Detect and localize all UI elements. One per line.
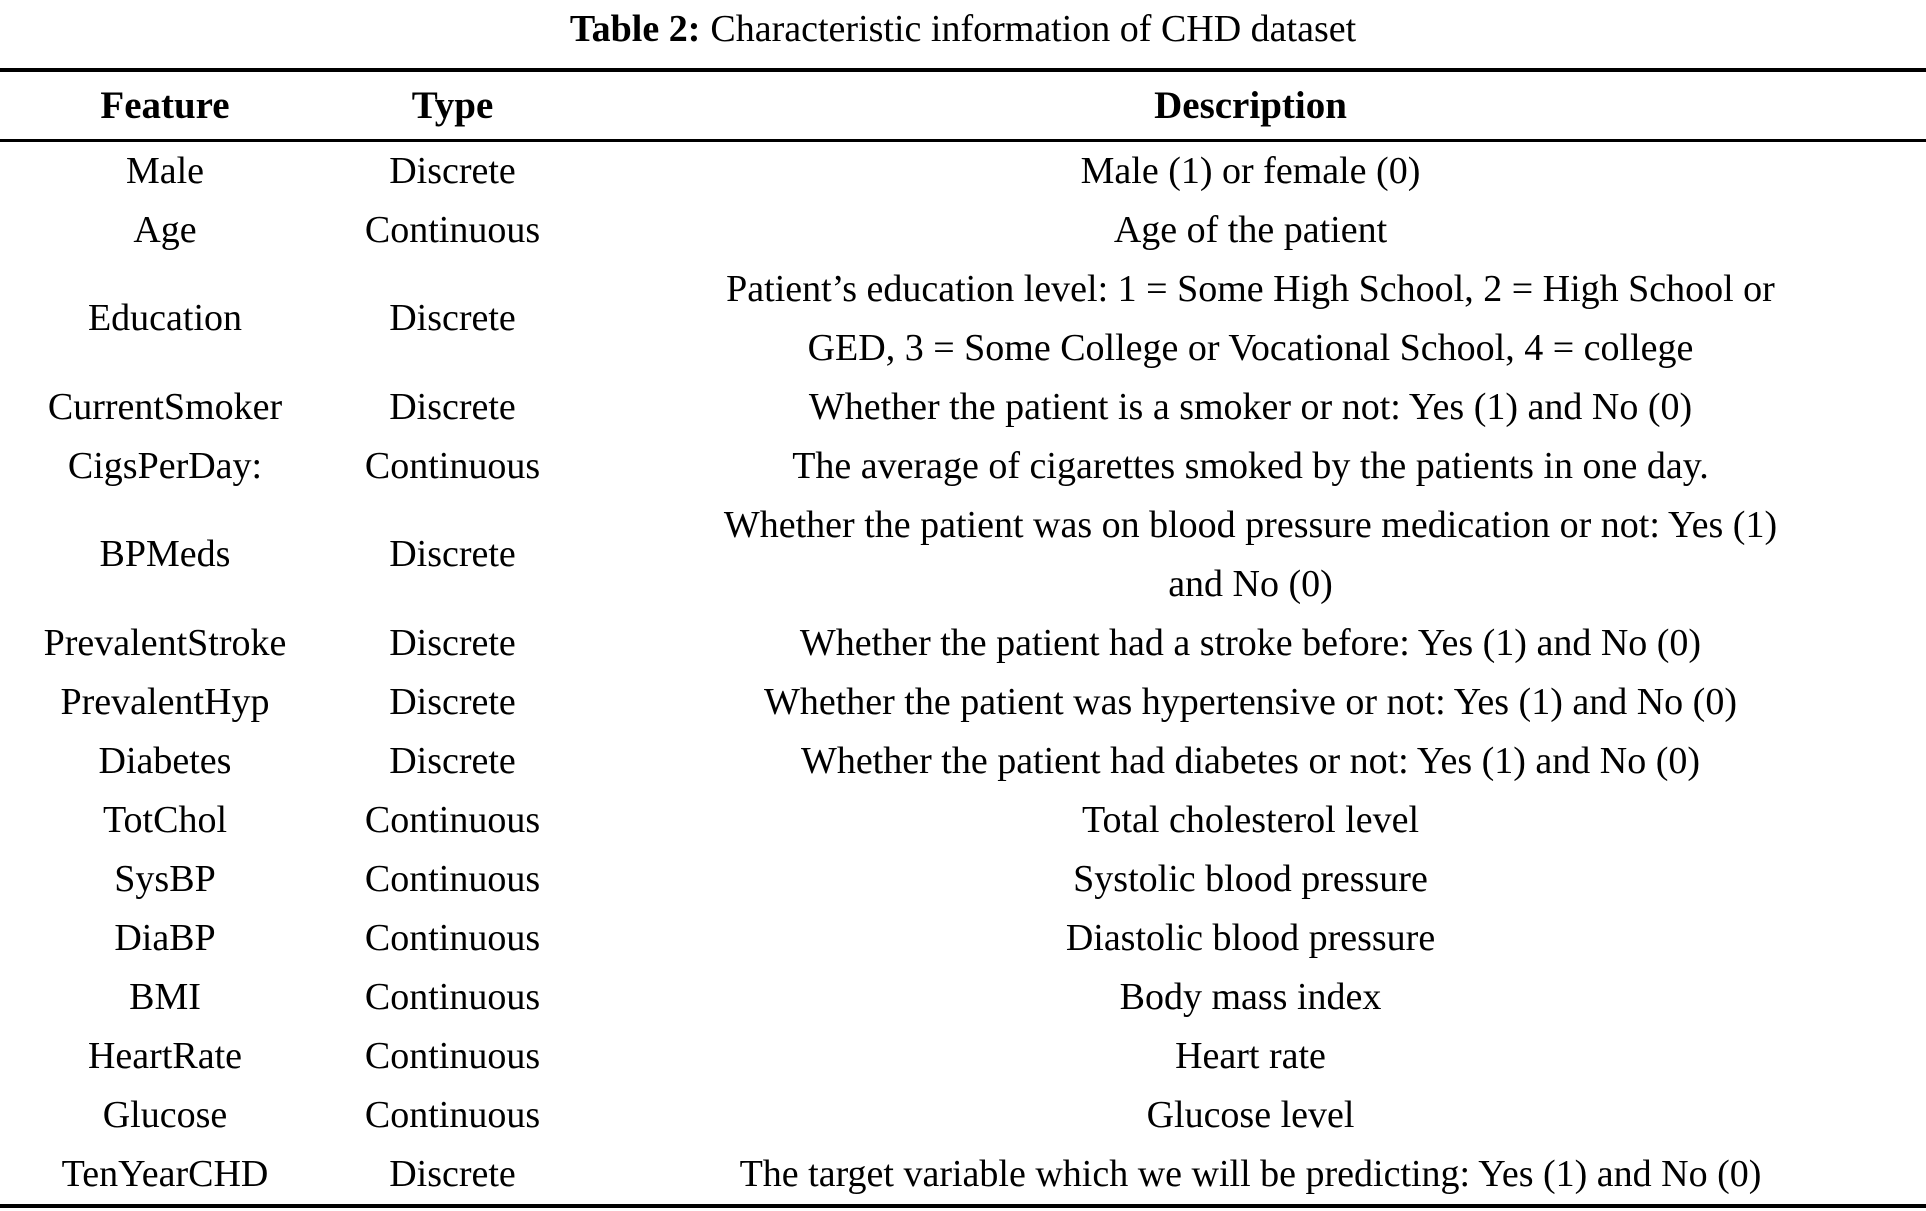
type-cell: Discrete: [389, 739, 516, 782]
column-header-type: Type: [330, 70, 575, 142]
description-cell: Systolic blood pressure: [1073, 857, 1428, 900]
table-row: PrevalentHyp Discrete Whether the patien…: [0, 673, 1926, 732]
feature-cell: CurrentSmoker: [47, 385, 283, 428]
description-cell: Total cholesterol level: [1081, 798, 1420, 841]
description-cell: Patient’s education level: 1 = Some High…: [726, 267, 1775, 369]
feature-cell: TenYearCHD: [61, 1152, 269, 1195]
description-cell: Heart rate: [1175, 1034, 1326, 1077]
feature-cell: Glucose: [102, 1093, 228, 1136]
type-cell: Continuous: [364, 1034, 541, 1077]
description-cell: Male (1) or female (0): [1080, 149, 1421, 192]
column-header-description: Description: [575, 70, 1926, 142]
table-row: Age Continuous Age of the patient: [0, 201, 1926, 260]
feature-cell: PrevalentHyp: [60, 680, 270, 723]
feature-cell: BMI: [129, 975, 201, 1018]
feature-cell: HeartRate: [87, 1034, 243, 1077]
table-row: PrevalentStroke Discrete Whether the pat…: [0, 614, 1926, 673]
feature-cell: BPMeds: [99, 533, 231, 575]
description-cell: Age of the patient: [1113, 208, 1388, 251]
table-caption-text: Characteristic information of CHD datase…: [710, 8, 1357, 50]
table-row: HeartRate Continuous Heart rate: [0, 1027, 1926, 1086]
type-cell: Continuous: [364, 1093, 541, 1136]
description-cell: Whether the patient had diabetes or not:…: [800, 739, 1701, 782]
table-row: SysBP Continuous Systolic blood pressure: [0, 850, 1926, 909]
feature-cell: TotChol: [102, 798, 228, 841]
table-row: Male Discrete Male (1) or female (0): [0, 140, 1926, 201]
feature-cell: DiaBP: [114, 916, 216, 959]
description-cell: Body mass index: [1119, 975, 1382, 1018]
description-cell: Whether the patient was hypertensive or …: [764, 680, 1737, 723]
type-cell: Discrete: [389, 1152, 516, 1195]
column-header-feature: Feature: [0, 70, 330, 142]
table-row: CigsPerDay: Continuous The average of ci…: [0, 437, 1926, 496]
type-cell: Discrete: [389, 297, 516, 339]
description-cell: Glucose level: [1146, 1093, 1355, 1136]
table-row: Education Discrete Patient’s education l…: [0, 260, 1926, 378]
type-cell: Discrete: [389, 385, 516, 428]
table-caption-label: Table 2:: [569, 8, 701, 50]
type-cell: Discrete: [389, 621, 516, 664]
type-cell: Discrete: [389, 149, 516, 192]
table-row: Diabetes Discrete Whether the patient ha…: [0, 732, 1926, 791]
table-row: Glucose Continuous Glucose level: [0, 1086, 1926, 1145]
description-cell: Diastolic blood pressure: [1065, 916, 1436, 959]
table-row: TotChol Continuous Total cholesterol lev…: [0, 791, 1926, 850]
type-cell: Discrete: [389, 680, 516, 723]
chd-dataset-table: Feature Type Description Male Discrete M…: [0, 68, 1926, 1208]
table-row: DiaBP Continuous Diastolic blood pressur…: [0, 909, 1926, 968]
feature-cell: PrevalentStroke: [43, 621, 287, 664]
table-row: BMI Continuous Body mass index: [0, 968, 1926, 1027]
feature-cell: Age: [133, 208, 197, 251]
feature-cell: Diabetes: [98, 739, 232, 782]
feature-cell: SysBP: [114, 857, 216, 900]
type-cell: Continuous: [364, 975, 541, 1018]
description-cell: Whether the patient was on blood pressur…: [723, 503, 1778, 605]
header-row: Feature Type Description: [0, 70, 1926, 142]
type-cell: Discrete: [389, 533, 516, 575]
type-cell: Continuous: [364, 208, 541, 251]
type-cell: Continuous: [364, 857, 541, 900]
description-cell: Whether the patient had a stroke before:…: [799, 621, 1702, 664]
table-body: Male Discrete Male (1) or female (0) Age…: [0, 140, 1926, 1206]
table-row: TenYearCHD Discrete The target variable …: [0, 1145, 1926, 1206]
description-cell: The target variable which we will be pre…: [739, 1152, 1762, 1195]
description-cell: Whether the patient is a smoker or not: …: [808, 385, 1693, 428]
feature-cell: Education: [87, 297, 243, 339]
table-caption: Table 2:Characteristic information of CH…: [0, 0, 1926, 53]
description-cell: The average of cigarettes smoked by the …: [792, 444, 1709, 487]
type-cell: Continuous: [364, 798, 541, 841]
feature-cell: Male: [125, 149, 205, 192]
table-header: Feature Type Description: [0, 70, 1926, 142]
type-cell: Continuous: [364, 916, 541, 959]
table-row: BPMeds Discrete Whether the patient was …: [0, 496, 1926, 614]
type-cell: Continuous: [364, 444, 541, 487]
table-row: CurrentSmoker Discrete Whether the patie…: [0, 378, 1926, 437]
feature-cell: CigsPerDay:: [67, 444, 263, 487]
